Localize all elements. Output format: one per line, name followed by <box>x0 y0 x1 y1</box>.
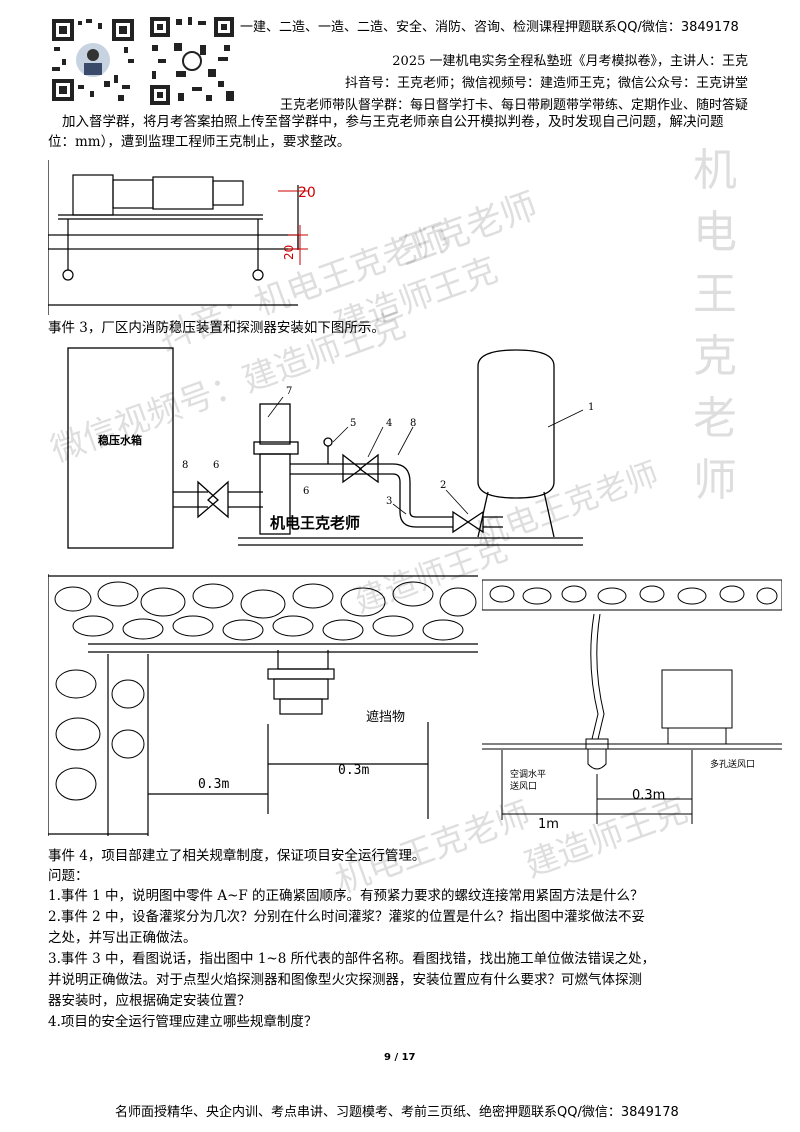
perforated-outlet-label: 多孔送风口 <box>710 758 755 770</box>
question-3-cont-2: 器安装时，应根据确定安装位置？ <box>48 993 251 1009</box>
dim-top-label: 20 <box>298 185 316 201</box>
watermark-vertical: 机电王克老师 <box>693 145 737 506</box>
ac-outlet-label-2: 送风口 <box>510 780 537 792</box>
figure-machine-foundation: 20 20 <box>47 155 338 315</box>
dist-label-1m: 1m <box>538 817 559 832</box>
dist-label-2: 0.3m <box>198 777 229 792</box>
callout-7: 7 <box>286 386 292 397</box>
dim-side-label: 20 <box>282 245 296 260</box>
group-header: 王克老师带队督学群：每日督学打卡、每日带刷题带学带练、定期作业、随时答疑 <box>279 98 748 113</box>
machine-drawing: 20 20 <box>47 160 316 315</box>
callout-6b: 6 <box>213 460 219 471</box>
question-3-cont: 并说明正确做法。对于点型火焰探测器和图像型火灾探测器，安装位置应有什么要求？可燃… <box>48 972 642 988</box>
tank-label: 稳压水箱 <box>98 433 142 447</box>
footer-banner: 名师面授精华、央企内训、考点串讲、习题模考、考前三页纸、绝密押题联系QQ/微信：… <box>115 1105 679 1120</box>
callout-1: 1 <box>588 402 594 413</box>
figure-air-outlet: 空调水平 送风口 多孔送风口 0.3m 1m <box>481 574 783 836</box>
event-4-text: 事件 4，项目部建立了相关规章制度，保证项目安全运行管理。 <box>48 848 426 864</box>
dist-label-1: 0.3m <box>338 763 369 778</box>
obstacle-label: 遮挡物 <box>366 709 405 725</box>
watermark-1: 王克老师 <box>393 185 543 274</box>
dist-label-03: 0.3m <box>632 788 665 803</box>
figure-pressure-stabilizer: 1 2 3 4 5 6 7 8 6 8 稳压水箱 机电王克老师 <box>48 342 663 560</box>
callout-2: 2 <box>440 480 446 491</box>
callout-8b: 8 <box>182 460 188 471</box>
question-2: 2.事件 2 中，设备灌浆分为几次？分别在什么时间灌浆？灌浆的位置是什么？指出图… <box>48 909 646 925</box>
qr-code-wechat <box>48 15 138 105</box>
event-3-text: 事件 3，厂区内消防稳压装置和探测器安装如下图所示。 <box>48 320 385 336</box>
question-4: 4.项目的安全运行管理应建立哪些规章制度？ <box>48 1014 318 1030</box>
course-header: 2025 一建机电实务全程私塾班《月考模拟卷》，主讲人：王克 <box>392 54 748 69</box>
qr-code-douyin <box>148 15 236 107</box>
questions-title: 问题： <box>48 868 89 884</box>
intro-line-2: 位：mm），遭到监理工程师王克制止，要求整改。 <box>48 134 351 150</box>
question-2-cont: 之处，并写出正确做法。 <box>48 930 197 946</box>
page-number: 9 / 17 <box>384 1052 416 1063</box>
question-1: 1.事件 1 中，说明图中零件 A~F 的正确紧固顺序。有预紧力要求的螺纹连接常… <box>48 888 644 904</box>
callout-6: 6 <box>303 486 309 497</box>
callout-8: 8 <box>410 418 416 429</box>
intro-line-1: 加入督学群，将月考答案拍照上传至督学群中，参与王克老师亲自公开模拟判卷，及时发现… <box>62 114 724 130</box>
callout-3: 3 <box>386 496 392 507</box>
callout-5: 5 <box>350 418 356 429</box>
social-header: 抖音号：王克老师；微信视频号：建造师王克；微信公众号：王克讲堂 <box>344 76 748 91</box>
callout-4: 4 <box>386 418 392 429</box>
brand-label: 机电王克老师 <box>270 514 360 532</box>
ac-outlet-label-1: 空调水平 <box>510 768 546 780</box>
top-banner: 一建、二造、一造、二造、安全、消防、咨询、检测课程押题联系QQ/微信：38491… <box>240 20 739 35</box>
question-3: 3.事件 3 中，看图说话，指出图中 1~8 所代表的部件名称。看图找错，找出施… <box>48 951 656 967</box>
figure-detector-obstacle: 遮挡物 0.3m 0.3m <box>47 574 478 836</box>
